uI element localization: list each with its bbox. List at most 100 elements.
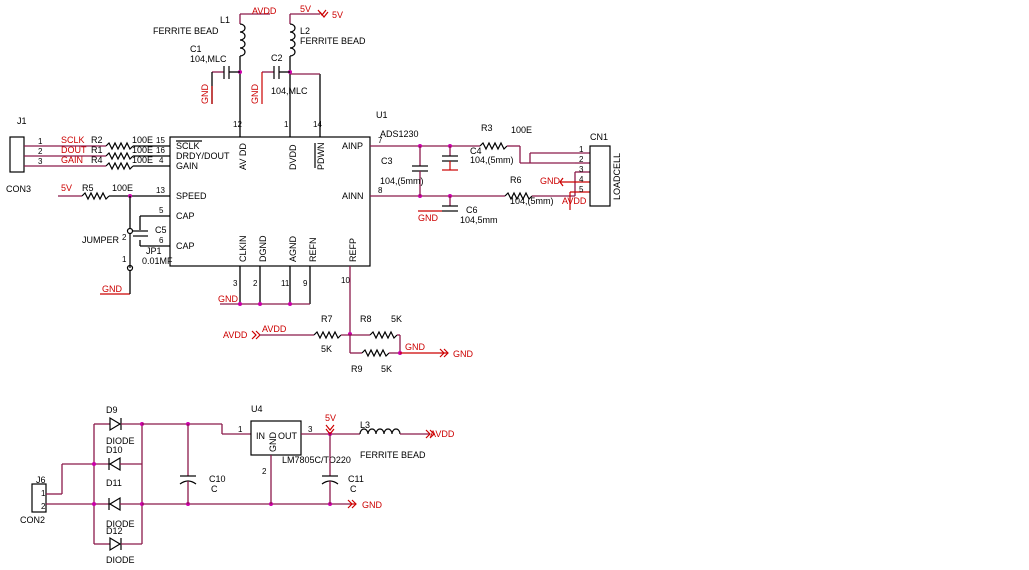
u1-pin-clkin: CLKIN <box>238 235 248 262</box>
u1-pin-avdd: AV DD <box>238 143 248 170</box>
l2-label: L2 <box>300 26 310 36</box>
gnd-c6: GND <box>418 213 439 223</box>
j1-label: J1 <box>17 116 27 126</box>
diode-d10: D10 <box>62 445 142 472</box>
c4-value: 104,(5mm) <box>470 155 514 165</box>
avdd-l3: AVDD <box>430 429 455 439</box>
c6-label: C6 <box>466 205 478 215</box>
r4-value: 100E <box>132 155 153 165</box>
regulator-u4: U4 IN OUT GND LM7805C/TO220 1 2 3 <box>238 404 351 476</box>
u4-value: LM7805C/TO220 <box>282 455 351 465</box>
u1-label: U1 <box>376 110 388 120</box>
inductor-l3: L3 FERRITE BEAD AVDD <box>359 420 455 460</box>
c5-value: 0.01MF <box>142 256 173 266</box>
u1-pin-gain: GAIN <box>176 161 198 171</box>
u1-pin-refn: REFN <box>308 238 318 263</box>
u1-pin-sclk: SCLK <box>176 141 200 151</box>
r1-value: 100E <box>132 145 153 155</box>
l1-value: FERRITE BEAD <box>153 26 219 36</box>
r8-value: 5K <box>391 314 402 324</box>
d9-label: D9 <box>106 405 118 415</box>
r5-value: 100E <box>112 183 133 193</box>
net-label-5v-l2-b: 5V <box>332 10 343 20</box>
diode-d9: D9 DIODE <box>94 405 142 446</box>
r2-label: R2 <box>91 135 103 145</box>
c10-value: C <box>211 484 218 494</box>
resistor-r3: R3 100E <box>479 123 532 150</box>
u4-gnd: GND <box>268 432 278 453</box>
ic-u1-ads1230: U1 ADS1230 SCLK DRDY/DOUT GAIN SPEED CAP… <box>169 110 419 267</box>
diode-d12: D12 DIODE <box>94 526 142 565</box>
capacitor-c3: C3 104,(5mm) <box>380 146 428 196</box>
avdd-r7-b: AVDD <box>262 324 287 334</box>
l3-value: FERRITE BEAD <box>360 450 426 460</box>
c3-value: 104,(5mm) <box>380 176 424 186</box>
l2-value: FERRITE BEAD <box>300 36 366 46</box>
u1-pin-13: 13 <box>156 186 165 195</box>
u1-pin-ainn: AINN <box>342 191 364 201</box>
resistor-r2: R2 100E <box>91 135 153 150</box>
u4-out: OUT <box>278 431 298 441</box>
u4-in: IN <box>256 431 265 441</box>
connector-j6: J6 CON2 1 2 <box>20 475 47 525</box>
resistor-r7: R7 5K <box>313 314 342 354</box>
r6-label: R6 <box>510 175 522 185</box>
r7-label: R7 <box>321 314 333 324</box>
net-label-5v-u4: 5V <box>325 413 336 423</box>
capacitor-c5: C5 0.01MF <box>133 225 173 266</box>
u4-pin-3: 3 <box>308 425 313 434</box>
connector-cn1-loadcell: CN1 LOADCELL 1 2 3 4 5 <box>579 132 622 207</box>
r4-label: R4 <box>91 155 103 165</box>
u1-pin-cap-2: CAP <box>176 241 195 251</box>
gnd-u1-bottom: GND <box>218 294 239 304</box>
j6-label: J6 <box>36 475 46 485</box>
cn1-pin-1: 1 <box>579 145 584 154</box>
net-label-5v-r5: 5V <box>61 183 72 193</box>
net-label-dout: DOUT <box>61 145 87 155</box>
u1-pin-7: 7 <box>378 136 383 145</box>
r9-value: 5K <box>381 364 392 374</box>
inductor-l1: L1 FERRITE BEAD AVDD <box>153 6 277 66</box>
l3-label: L3 <box>360 420 370 430</box>
cn1-value: LOADCELL <box>612 153 622 200</box>
u1-value: ADS1230 <box>380 129 419 139</box>
connector-j1: J1 CON3 1 2 3 <box>6 116 43 194</box>
d11-label: D11 <box>106 478 122 488</box>
gnd-c1: GND <box>200 84 210 105</box>
u4-label: U4 <box>251 404 263 414</box>
j1-pin-3: 3 <box>38 157 43 166</box>
c3-label: C3 <box>381 156 393 166</box>
u1-pin-dgnd: DGND <box>258 235 268 262</box>
cn1-label: CN1 <box>590 132 608 142</box>
c6-value: 104,5mm <box>460 215 498 225</box>
c5-label: C5 <box>155 225 167 235</box>
c1-label: C1 <box>190 44 202 54</box>
net-label-gain: GAIN <box>61 155 83 165</box>
resistor-r6: R6 104,(5mm) <box>504 175 554 206</box>
gnd-jumper: GND <box>102 284 123 294</box>
u1-pin-11: 11 <box>281 279 290 288</box>
u4-pin-2: 2 <box>262 467 267 476</box>
r5-label: R5 <box>82 183 94 193</box>
r8-label: R8 <box>360 314 372 324</box>
r1-label: R1 <box>91 145 103 155</box>
u1-pin-9: 9 <box>303 279 308 288</box>
jumper-jp1: JUMPER JP1 2 1 GND <box>82 196 162 295</box>
capacitor-c10: C10 C <box>179 424 226 504</box>
c11-value: C <box>350 484 357 494</box>
jp1-pin-2: 2 <box>122 233 127 242</box>
u1-pin-agnd: AGND <box>288 235 298 262</box>
gnd-power: GND <box>362 500 383 510</box>
c2-label: C2 <box>271 53 283 63</box>
u1-pin-15: 15 <box>156 136 165 145</box>
capacitor-c4: C4 104,(5mm) <box>442 146 514 171</box>
cn1-pin-3: 3 <box>579 165 584 174</box>
d12-value: DIODE <box>106 555 135 565</box>
capacitor-c1: C1 104,MLC GND <box>190 44 240 104</box>
r6-value: 104,(5mm) <box>510 196 554 206</box>
capacitor-c6: C6 104,5mm GND <box>418 196 498 225</box>
l1-label: L1 <box>220 15 230 25</box>
u1-pin-dvdd: DVDD <box>288 144 298 170</box>
gnd-c2: GND <box>250 84 260 105</box>
